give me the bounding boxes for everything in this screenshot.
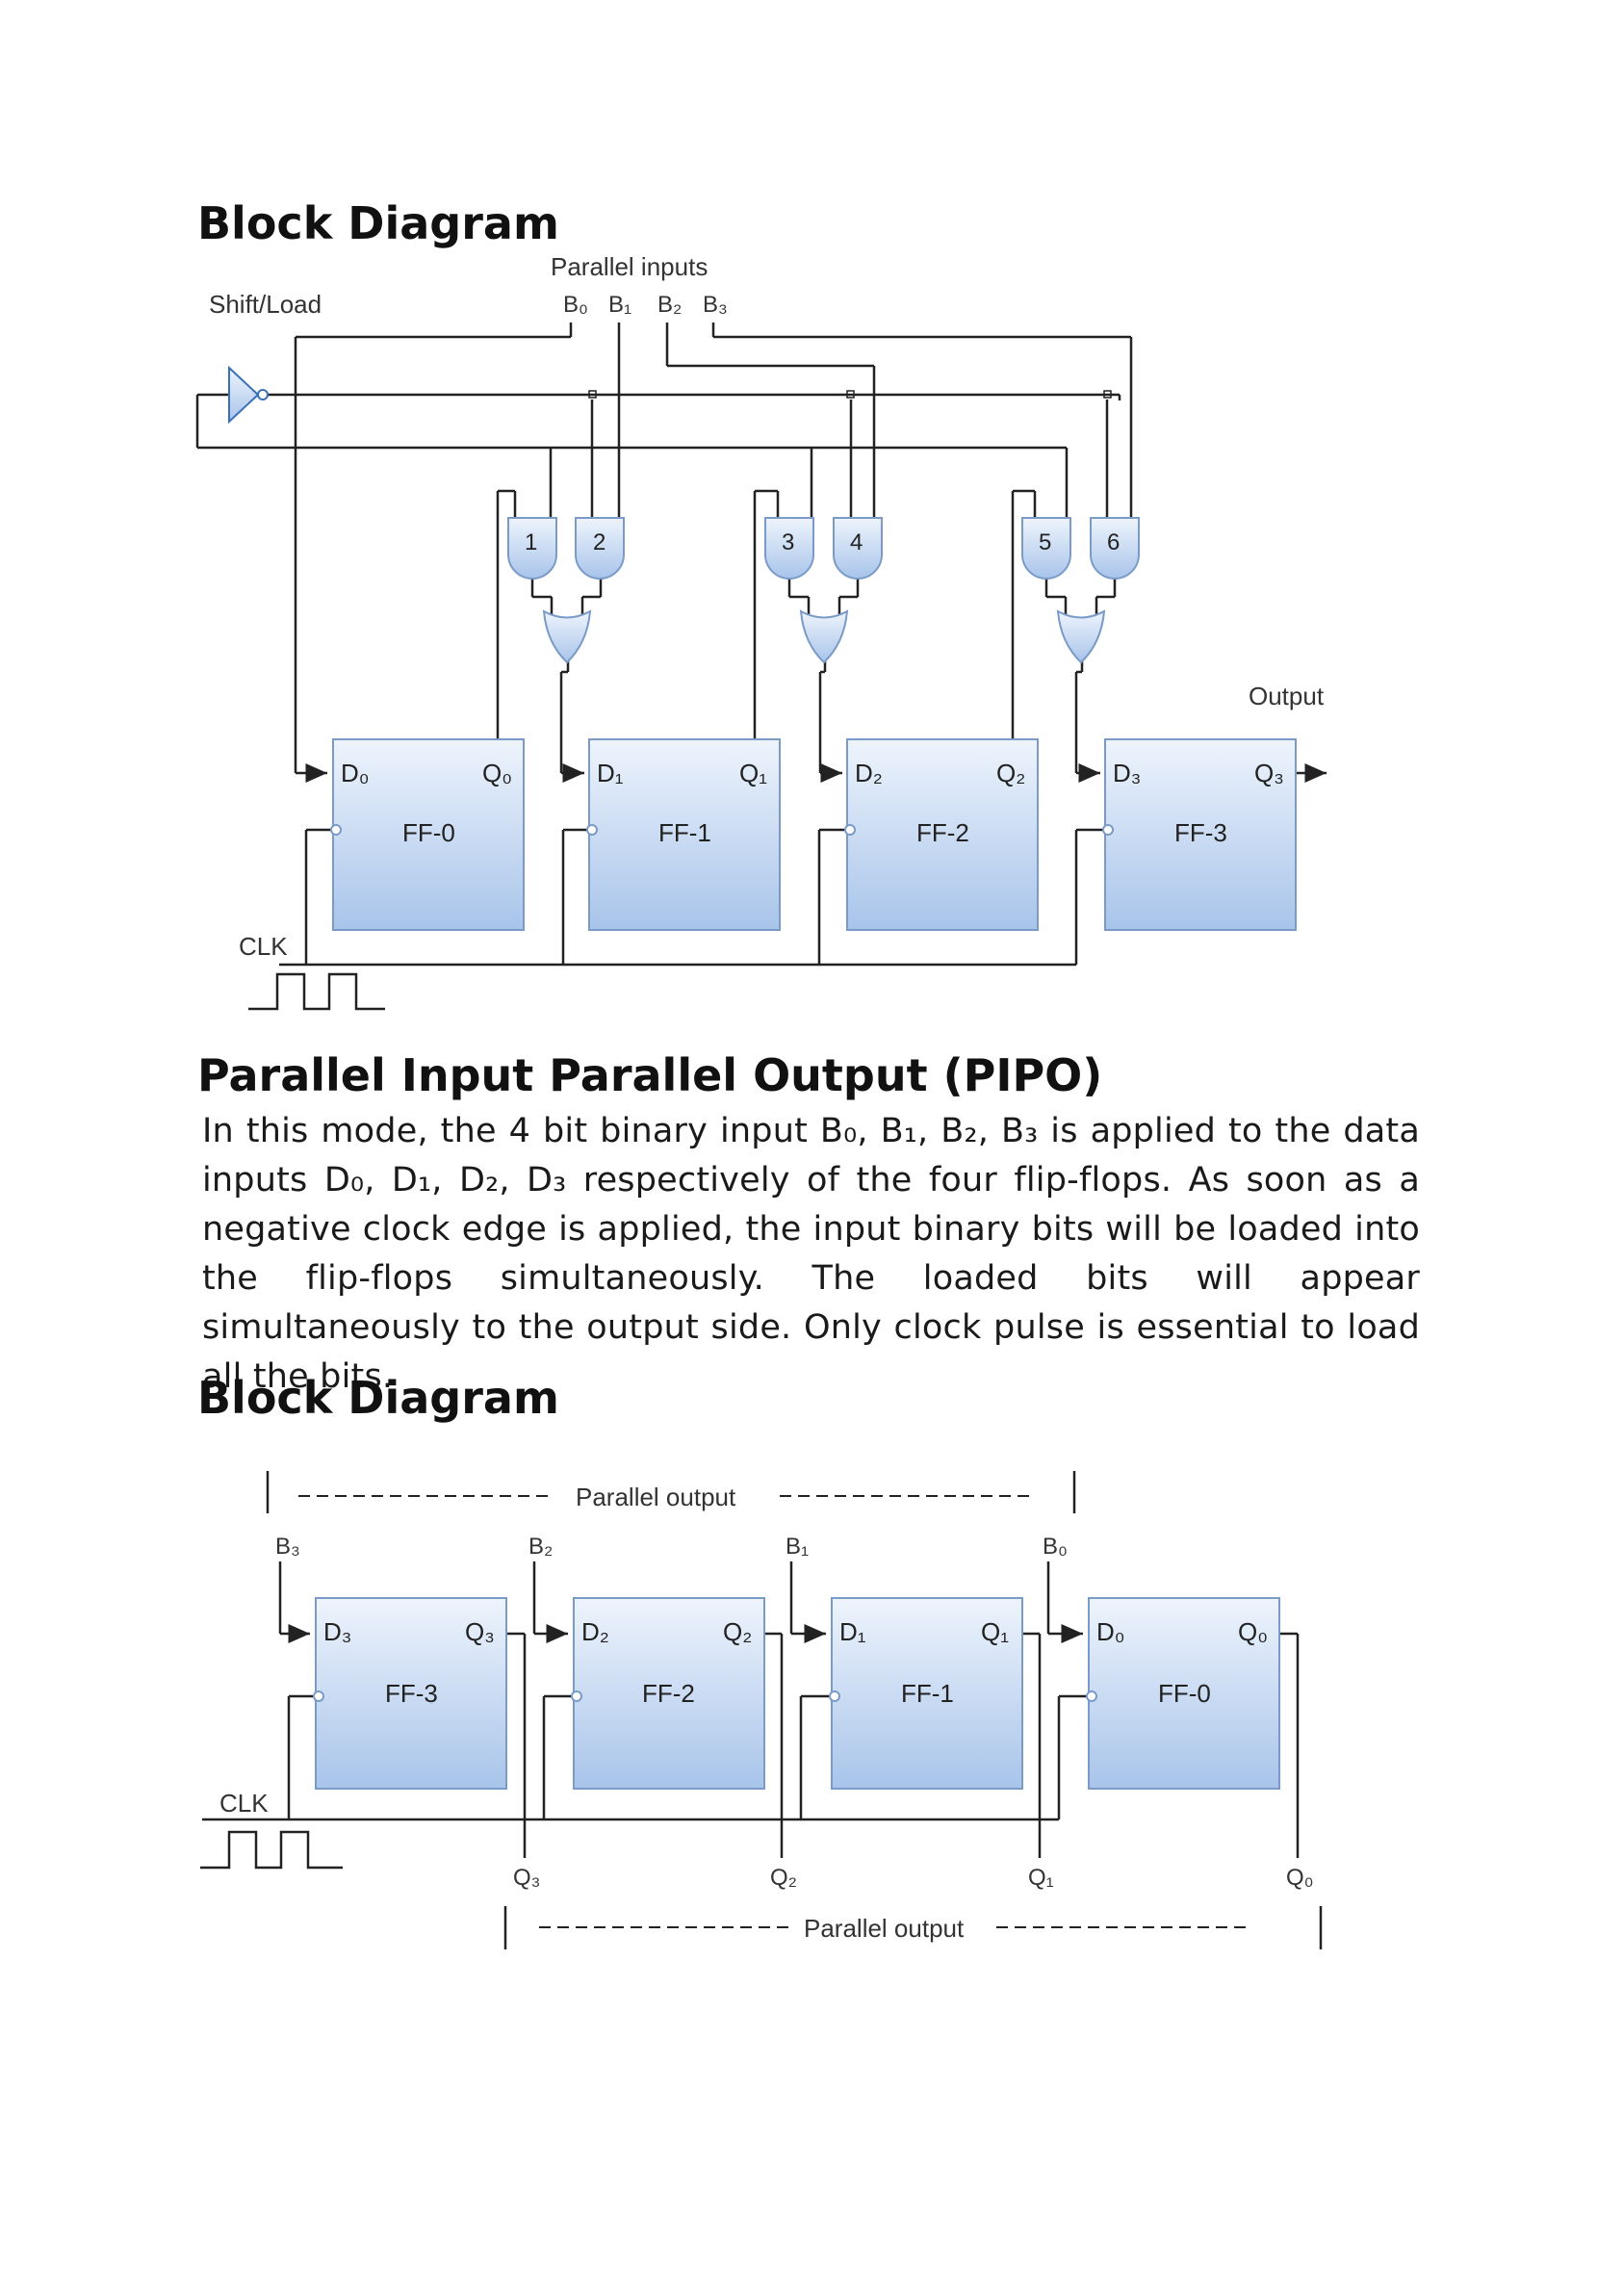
ff-1-d-label: D₁ <box>597 759 624 787</box>
and-gates <box>507 517 1140 580</box>
pipo-ff-2-name: FF-2 <box>642 1679 695 1708</box>
pipo-ff-3-name: FF-3 <box>385 1679 438 1708</box>
pipo-input-labels: B₃ B₂ B₁ B₀ <box>275 1534 1068 1560</box>
wires <box>195 322 1327 1011</box>
shift-load-label: Shift/Load <box>209 290 322 319</box>
parallel-inputs-label: Parallel inputs <box>551 252 708 281</box>
input-label-b2: B₂ <box>657 292 682 318</box>
gate-number-3: 3 <box>782 529 794 555</box>
ff-box-0 <box>332 738 525 931</box>
pipo-ff-3-q: Q₃ <box>465 1617 495 1646</box>
pipo-description: In this mode, the 4 bit binary input B₀,… <box>202 1112 1420 1396</box>
pipo-ff-box-0 <box>1088 1597 1280 1790</box>
ff-3-q-label: Q₃ <box>1254 759 1284 787</box>
and-gate-3 <box>764 517 814 580</box>
pipo-output-q1: Q₁ <box>1028 1865 1054 1891</box>
input-label-b0: B₀ <box>563 292 588 318</box>
pipo-diagram: Parallel output B₃ B₂ B₁ B₀ <box>200 1471 1323 1949</box>
pipo-ff-2-d: D₂ <box>581 1617 609 1646</box>
gate-number-2: 2 <box>593 529 605 555</box>
ff-labels: D₀ Q₀ FF-0 D₁ Q₁ FF-1 D₂ Q₂ FF-2 D₃ Q₃ F… <box>341 759 1284 847</box>
pipo-input-b2: B₂ <box>528 1534 553 1560</box>
clk-label: CLK <box>239 932 288 961</box>
pipo-clk-label: CLK <box>219 1789 269 1818</box>
top-parallel-output-label: Parallel output <box>576 1483 736 1511</box>
pipo-input-b1: B₁ <box>786 1534 809 1560</box>
ff-2-name: FF-2 <box>916 818 969 847</box>
and-gate-4 <box>833 517 883 580</box>
and-gate-5 <box>1021 517 1071 580</box>
pipo-ff-box-3 <box>315 1597 507 1790</box>
ff-1-q-label: Q₁ <box>739 759 767 787</box>
ff-3-d-label: D₃ <box>1113 759 1141 787</box>
ff-0-q-label: Q₀ <box>482 759 512 787</box>
pipo-ff-1-q: Q₁ <box>981 1617 1009 1646</box>
or-gates <box>542 609 1106 664</box>
and-gate-1 <box>507 517 557 580</box>
top-output-bracket <box>266 1471 1076 1513</box>
ff-box-2 <box>846 738 1039 931</box>
pipo-output-q2: Q₂ <box>770 1865 797 1891</box>
and-gate-numbers: 1 2 3 4 5 6 <box>525 529 1120 555</box>
pipo-input-b0: B₀ <box>1043 1534 1068 1560</box>
ff-0-d-label: D₀ <box>341 759 370 787</box>
or-gate-2 <box>799 609 849 664</box>
pipo-ff-0-d: D₀ <box>1096 1617 1125 1646</box>
pipo-ff-1-d: D₁ <box>839 1617 866 1646</box>
ff-0-name: FF-0 <box>402 818 455 847</box>
section-heading-block-diagram-1: Block Diagram <box>197 197 559 249</box>
input-label-b3: B₃ <box>703 292 728 318</box>
ff-1-name: FF-1 <box>658 818 711 847</box>
pipo-output-labels: Q₃ Q₂ Q₁ Q₀ <box>513 1865 1314 1891</box>
gate-number-1: 1 <box>525 529 537 555</box>
pipo-ff-2-q: Q₂ <box>723 1617 752 1646</box>
ff-box-3 <box>1104 738 1297 931</box>
junction-dots <box>588 390 1112 399</box>
ff-2-d-label: D₂ <box>855 759 883 787</box>
pipo-input-b3: B₃ <box>275 1534 300 1560</box>
input-label-b1: B₁ <box>608 292 631 318</box>
flip-flops <box>330 738 1297 931</box>
pipo-ff-0-name: FF-0 <box>1158 1679 1211 1708</box>
or-gate-1 <box>542 609 592 664</box>
pipo-output-q0: Q₀ <box>1286 1865 1314 1891</box>
parallel-load-diagram: Parallel inputs Shift/Load B₀ B₁ B₂ B₃ <box>195 252 1327 1011</box>
and-gate-6 <box>1090 517 1140 580</box>
pipo-ff-0-q: Q₀ <box>1238 1617 1268 1646</box>
or-gate-3 <box>1056 609 1106 664</box>
pipo-flip-flops <box>313 1597 1280 1790</box>
pipo-ff-box-1 <box>831 1597 1023 1790</box>
bottom-parallel-output-label: Parallel output <box>804 1914 965 1943</box>
section-heading-block-diagram-2: Block Diagram <box>197 1372 559 1424</box>
pipo-ff-1-name: FF-1 <box>901 1679 954 1708</box>
output-label: Output <box>1249 682 1325 710</box>
gate-number-5: 5 <box>1039 529 1051 555</box>
ff-3-name: FF-3 <box>1174 818 1227 847</box>
pipo-wires <box>200 1561 1323 1949</box>
gate-number-6: 6 <box>1107 529 1120 555</box>
gate-number-4: 4 <box>850 529 863 555</box>
pipo-output-q3: Q₃ <box>513 1865 540 1891</box>
section-heading-pipo: Parallel Input Parallel Output (PIPO) <box>197 1049 1103 1101</box>
pipo-ff-3-d: D₃ <box>323 1617 351 1646</box>
pipo-ff-labels: D₃ Q₃ FF-3 D₂ Q₂ FF-2 D₁ Q₁ FF-1 D₀ Q₀ F… <box>323 1617 1268 1708</box>
pipo-ff-box-2 <box>573 1597 765 1790</box>
and-gate-2 <box>575 517 625 580</box>
ff-box-1 <box>588 738 781 931</box>
ff-2-q-label: Q₂ <box>996 759 1025 787</box>
inverter-gate <box>228 365 269 425</box>
